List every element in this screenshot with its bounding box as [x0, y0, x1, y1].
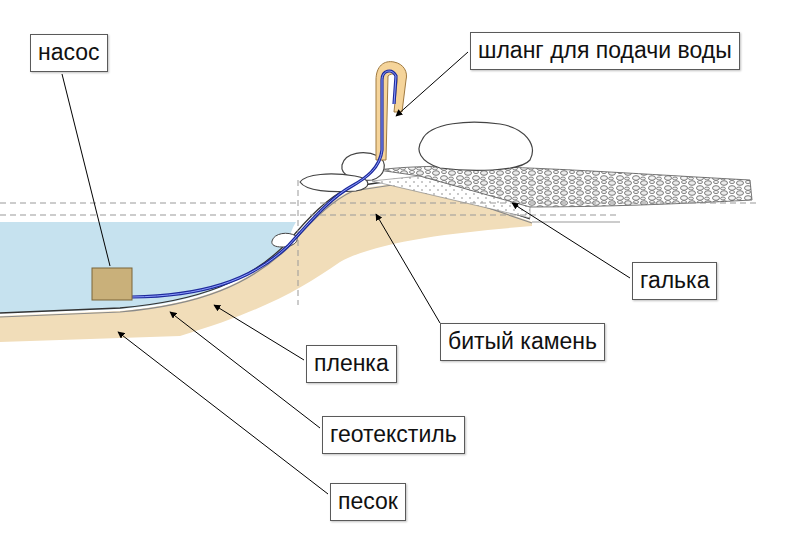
label-box: пленка	[306, 345, 397, 383]
label-text: шланг для подачи воды	[478, 37, 732, 65]
rock	[419, 122, 532, 170]
leader-line	[118, 332, 328, 494]
label-text: геотекстиль	[330, 421, 457, 449]
hose	[132, 71, 396, 297]
leader-line	[376, 214, 440, 323]
label-box: битый камень	[440, 323, 605, 361]
label-box: шланг для подачи воды	[470, 32, 740, 70]
label-box: геотекстиль	[322, 416, 465, 454]
label-box: песок	[330, 483, 406, 521]
leader-line	[62, 74, 110, 266]
label-text: галька	[640, 267, 709, 295]
leader-line	[170, 312, 320, 428]
leader-line	[396, 52, 468, 116]
label-text: насос	[38, 39, 100, 67]
label-text: песок	[338, 488, 398, 516]
label-box: насос	[30, 34, 108, 72]
leader-line	[214, 305, 304, 360]
label-box: галька	[632, 262, 717, 300]
pump	[92, 268, 132, 300]
hose-highlight	[132, 71, 396, 297]
label-text: битый камень	[448, 328, 597, 356]
leader-line	[512, 203, 630, 278]
pebbles	[378, 166, 752, 207]
geotextile	[0, 182, 532, 317]
water	[0, 222, 296, 313]
label-text: пленка	[314, 350, 389, 378]
